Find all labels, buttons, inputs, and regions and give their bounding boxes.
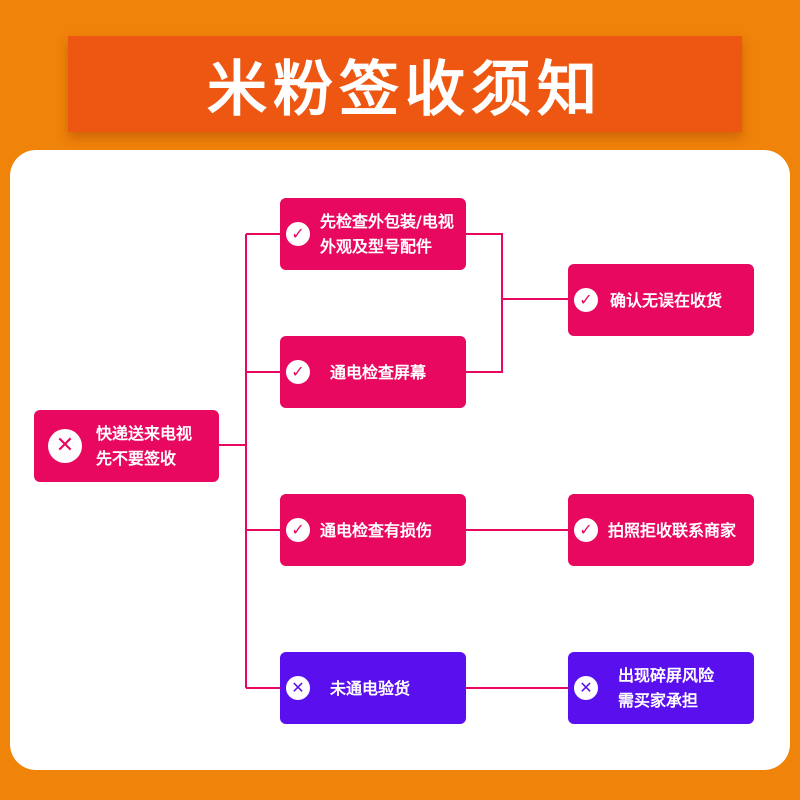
start-box: ✕ 快递送来电视 先不要签收 [34,410,219,482]
title-banner: 米粉签收须知 [68,36,742,132]
check-4-line-1: 未通电验货 [330,678,411,698]
check-box-unpowered: ✕ 未通电验货 [280,652,466,724]
check-box-screen: ✓ 通电检查屏幕 [280,336,466,408]
result-box-reject: ✓ 拍照拒收联系商家 [568,494,754,566]
result-2-line-1: 拍照拒收联系商家 [608,520,737,540]
result-box-risk: ✕ 出现碎屏风险 需买家承担 [568,652,754,724]
page-title: 米粉签收须知 [207,54,603,125]
start-line-2: 先不要签收 [96,449,177,468]
check-box-damage: ✓ 通电检查有损伤 [280,494,466,566]
check-icon: ✓ [286,222,310,246]
check-icon: ✓ [574,518,598,542]
result-1-line-1: 确认无误在收货 [610,290,723,310]
check-1-line-2: 外观及型号配件 [320,237,433,256]
start-line-1: 快递送来电视 [96,424,193,443]
check-3-line-1: 通电检查有损伤 [320,520,433,540]
check-2-line-1: 通电检查屏幕 [330,362,427,382]
result-box-accept: ✓ 确认无误在收货 [568,264,754,336]
cross-icon: ✕ [574,676,598,700]
check-icon: ✓ [574,288,598,312]
result-3-line-2: 需买家承担 [618,691,699,710]
check-box-packaging: ✓ 先检查外包装/电视 外观及型号配件 [280,198,466,270]
check-icon: ✓ [286,360,310,384]
check-icon: ✓ [286,518,310,542]
cross-icon: ✕ [286,676,310,700]
result-3-line-1: 出现碎屏风险 [618,666,715,685]
check-1-line-1: 先检查外包装/电视 [320,212,454,231]
cross-icon: ✕ [48,429,82,463]
